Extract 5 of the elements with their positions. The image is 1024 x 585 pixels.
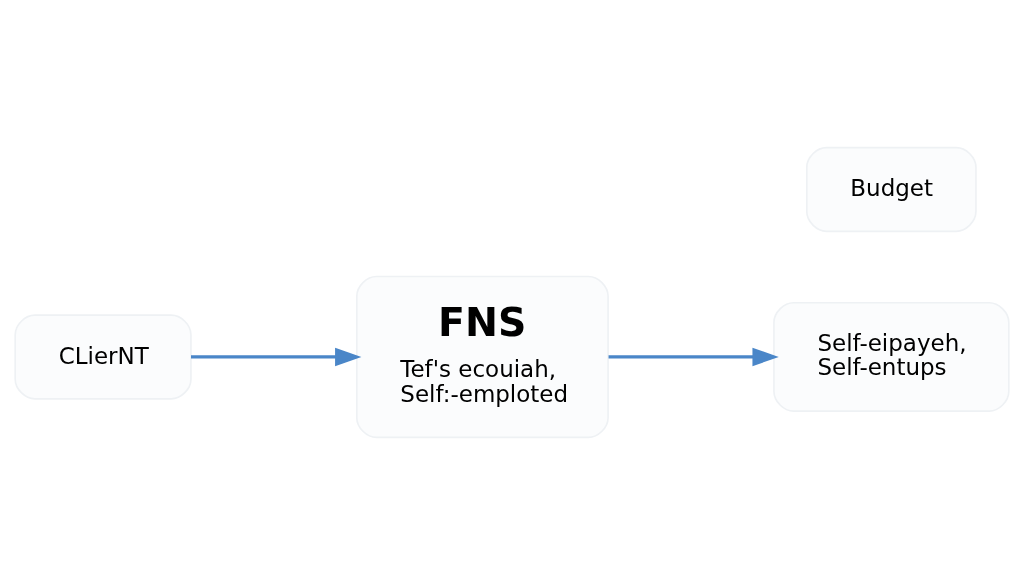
node-box: Self-eipayeh, Self-entups	[773, 301, 1010, 412]
node-box: CLierNT	[14, 314, 192, 400]
arrow	[608, 347, 779, 367]
arrow	[191, 347, 362, 367]
node-box: FNS Tef's ecouiah, Self:-emploted	[356, 275, 609, 439]
